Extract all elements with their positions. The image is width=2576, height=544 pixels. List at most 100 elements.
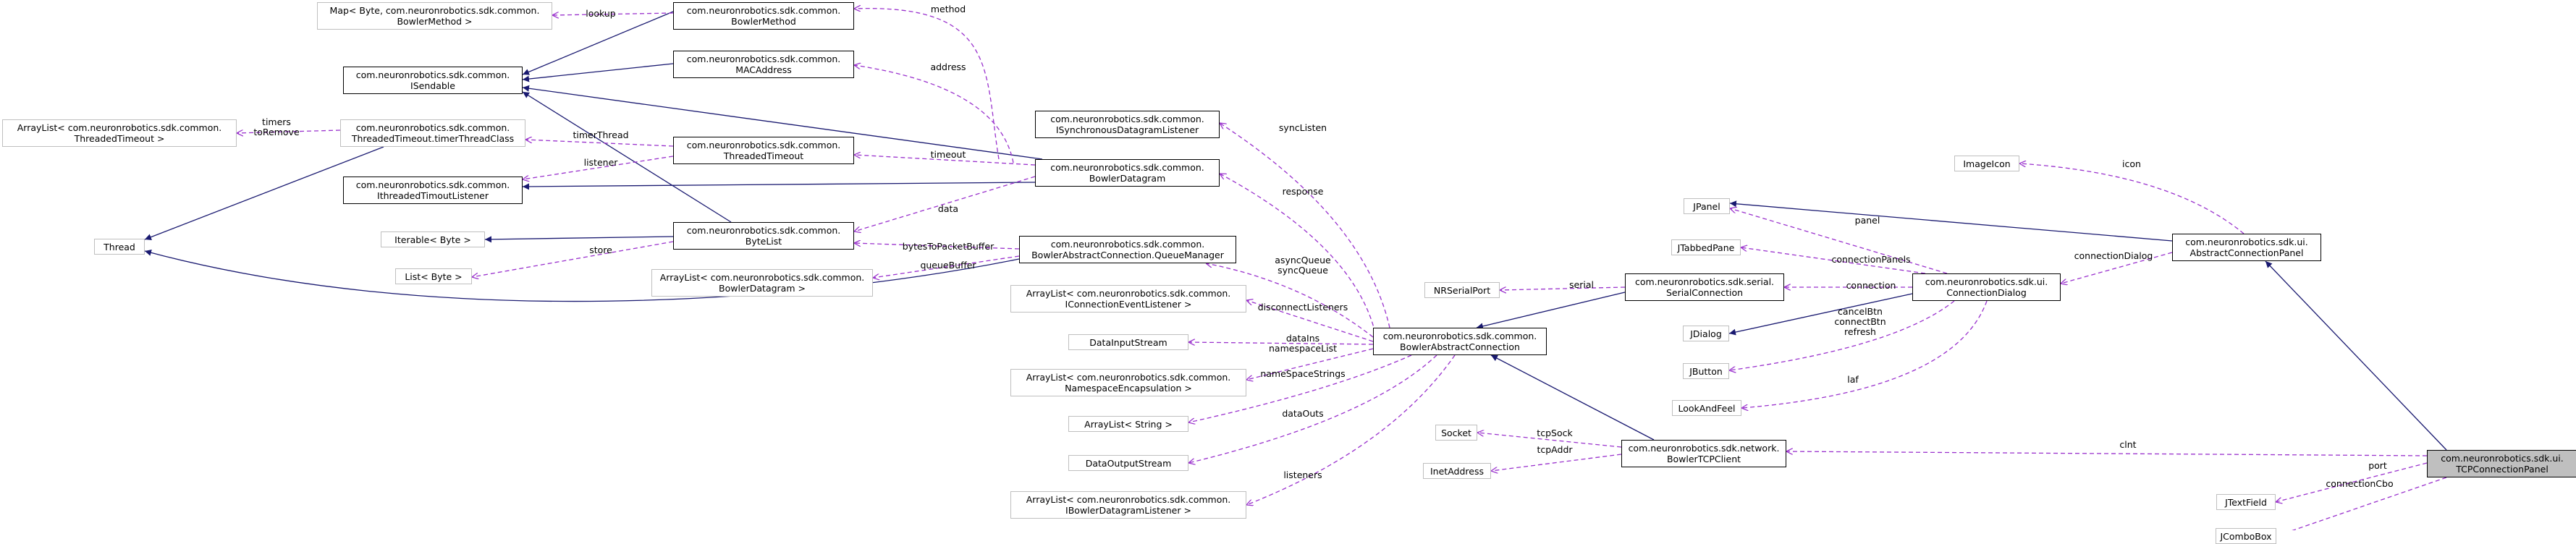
class-node-text: com.neuronrobotics.sdk.common. (686, 54, 841, 64)
class-node-text: JDialog (1690, 328, 1722, 339)
class-node-text: TCPConnectionPanel (2456, 464, 2548, 475)
edge-label-clnt: clnt (2119, 440, 2136, 450)
usage-edge-queuebuffer (873, 255, 1020, 278)
class-node-tcppanel[interactable]: com.neuronrobotics.sdk.ui.TCPConnectionP… (2427, 450, 2576, 477)
class-node-text: ArrayList< com.neuronrobotics.sdk.common… (1026, 494, 1231, 505)
class-node-text: ISendable (410, 80, 455, 91)
class-node-jtabbedpane: JTabbedPane (1671, 239, 1741, 255)
edge-label-conncbo: connectionCbo (2326, 479, 2393, 489)
class-node-text: Map< Byte, com.neuronrobotics.sdk.common… (329, 5, 540, 16)
edge-label-text: bytesToPacketBuffer (902, 241, 994, 252)
inheritance-edge-qm-th (144, 249, 1020, 302)
usage-edge-data (854, 176, 1036, 231)
class-node-conndialog[interactable]: com.neuronrobotics.sdk.ui.ConnectionDial… (1912, 273, 2061, 301)
usage-edge-dataIns (1188, 342, 1374, 344)
usage-edge-nslist (1246, 348, 1374, 380)
class-node-isync[interactable]: com.neuronrobotics.sdk.common.ISynchrono… (1035, 111, 1220, 138)
inheritance-edge-dg-ith (522, 182, 1036, 190)
class-node-isendable[interactable]: com.neuronrobotics.sdk.common.ISendable (343, 67, 523, 94)
class-node-text: ArrayList< com.neuronrobotics.sdk.common… (1026, 288, 1231, 299)
class-node-tcpclient[interactable]: com.neuronrobotics.sdk.network.BowlerTCP… (1621, 440, 1786, 467)
edge-label-nslist: namespaceList (1269, 344, 1337, 354)
edge-label-text: clnt (2119, 439, 2137, 450)
edge-label-text: tcpAddr (1537, 444, 1573, 455)
edge-label-timeout: timeout (931, 150, 966, 160)
class-node-text: MACAddress (735, 64, 792, 75)
class-node-arraylist-ns: ArrayList< com.neuronrobotics.sdk.common… (1010, 369, 1246, 396)
class-node-queuemanager[interactable]: com.neuronrobotics.sdk.common.BowlerAbst… (1019, 236, 1236, 263)
usage-edge-lookup (552, 13, 674, 15)
class-node-text: com.neuronrobotics.sdk.common. (686, 5, 841, 16)
class-node-jtextfield: JTextField (2216, 494, 2276, 510)
class-node-map: Map< Byte, com.neuronrobotics.sdk.common… (317, 2, 552, 30)
class-node-text: com.neuronrobotics.sdk.common. (686, 225, 841, 236)
edge-label-text: nameSpaceStrings (1260, 368, 1346, 379)
class-node-datagram[interactable]: com.neuronrobotics.sdk.common.BowlerData… (1035, 159, 1220, 187)
edge-label-bytes: bytesToPacketBuffer (903, 242, 994, 252)
edge-label-store: store (589, 245, 612, 255)
edge-label-text: timeout (930, 149, 966, 160)
class-node-text: AbstractConnectionPanel (2189, 247, 2304, 258)
usage-edge-icon (2019, 163, 2245, 234)
inheritance-edge-sc-bac (1476, 292, 1626, 330)
edge-label-text: connectionDialog (2074, 250, 2153, 261)
class-node-text: Socket (1441, 427, 1471, 438)
class-node-text: DataInputStream (1089, 336, 1167, 348)
edge-label-method: method (931, 4, 966, 14)
edge-label-timerthread: timerThread (573, 130, 628, 140)
class-node-nrserial: NRSerialPort (1424, 282, 1500, 298)
class-node-jdialog: JDialog (1683, 326, 1729, 341)
edge-label-text: serial (1569, 279, 1594, 290)
class-node-arraylist-tt: ArrayList< com.neuronrobotics.sdk.common… (2, 119, 237, 147)
inheritance-edge-mac-is (522, 63, 674, 82)
class-node-text: List< Byte > (405, 271, 463, 282)
class-node-text: Iterable< Byte > (394, 234, 471, 245)
edge-label-address: address (930, 62, 966, 72)
usage-edge-timerthread (525, 140, 674, 147)
class-node-serialconn[interactable]: com.neuronrobotics.sdk.serial.SerialConn… (1625, 273, 1784, 301)
class-node-macaddress[interactable]: com.neuronrobotics.sdk.common.MACAddress (673, 51, 854, 78)
inheritance-edge-acp-jp (1729, 200, 2173, 242)
edge-label-queuebuffer: queueBuffer (920, 260, 976, 271)
usage-edge-conndialog (2061, 252, 2173, 284)
edge-label-text: listeners (1283, 469, 1322, 480)
edge-label-text: timerThread (573, 129, 629, 140)
usage-edge-conncbo (2292, 477, 2447, 530)
class-node-text: BowlerAbstractConnection.QueueManager (1031, 250, 1224, 260)
edge-label-text: cancelBtn (1838, 306, 1883, 317)
edge-label-lookup: lookup (586, 9, 615, 19)
class-node-text: BowlerMethod > (397, 16, 473, 27)
class-node-text: SerialConnection (1665, 287, 1744, 298)
class-node-bytelist[interactable]: com.neuronrobotics.sdk.common.ByteList (673, 222, 854, 250)
class-node-threadedtimeout[interactable]: com.neuronrobotics.sdk.common.ThreadedTi… (673, 137, 854, 164)
edge-label-text: connectBtn (1834, 316, 1886, 327)
usage-edge-timers (237, 130, 341, 133)
edge-label-text: lookup (586, 8, 616, 19)
class-node-ithreaded[interactable]: com.neuronrobotics.sdk.common.IthreadedT… (343, 177, 523, 204)
edge-label-port: port (2368, 461, 2387, 471)
class-node-bowlermethod[interactable]: com.neuronrobotics.sdk.common.BowlerMeth… (673, 2, 854, 30)
class-node-socket: Socket (1435, 425, 1477, 441)
edge-label-text: response (1282, 186, 1324, 197)
edge-label-text: store (589, 245, 612, 255)
class-node-text: IthreadedTimoutListener (377, 190, 489, 201)
usage-edge-method (854, 9, 1000, 160)
usage-edge-response (1220, 174, 1376, 333)
edge-label-serial: serial (1569, 280, 1594, 290)
inheritance-edge-cd-jd (1728, 293, 1913, 336)
edge-label-laf: laf (1847, 375, 1859, 385)
class-node-lookandfeel: LookAndFeel (1672, 400, 1741, 416)
edge-label-tcpsock: tcpSock (1537, 428, 1572, 438)
edge-label-text: listener (583, 157, 618, 168)
edge-label-tcpaddr: tcpAddr (1537, 445, 1572, 455)
usage-edge-bytes (854, 243, 1020, 250)
usage-edge-address (854, 65, 1014, 163)
class-node-arraylist-ice: ArrayList< com.neuronrobotics.sdk.common… (1010, 285, 1246, 313)
class-node-text: com.neuronrobotics.sdk.network. (1628, 443, 1780, 454)
inheritance-edge-tcpp-acp (2265, 260, 2447, 451)
edge-label-synclisten: syncListen (1279, 123, 1327, 133)
class-node-abstractpanel[interactable]: com.neuronrobotics.sdk.ui.AbstractConnec… (2172, 234, 2321, 261)
class-node-text: com.neuronrobotics.sdk.common. (1050, 162, 1204, 173)
edge-label-listener: listener (584, 158, 618, 168)
class-node-bac[interactable]: com.neuronrobotics.sdk.common.BowlerAbst… (1373, 328, 1547, 355)
